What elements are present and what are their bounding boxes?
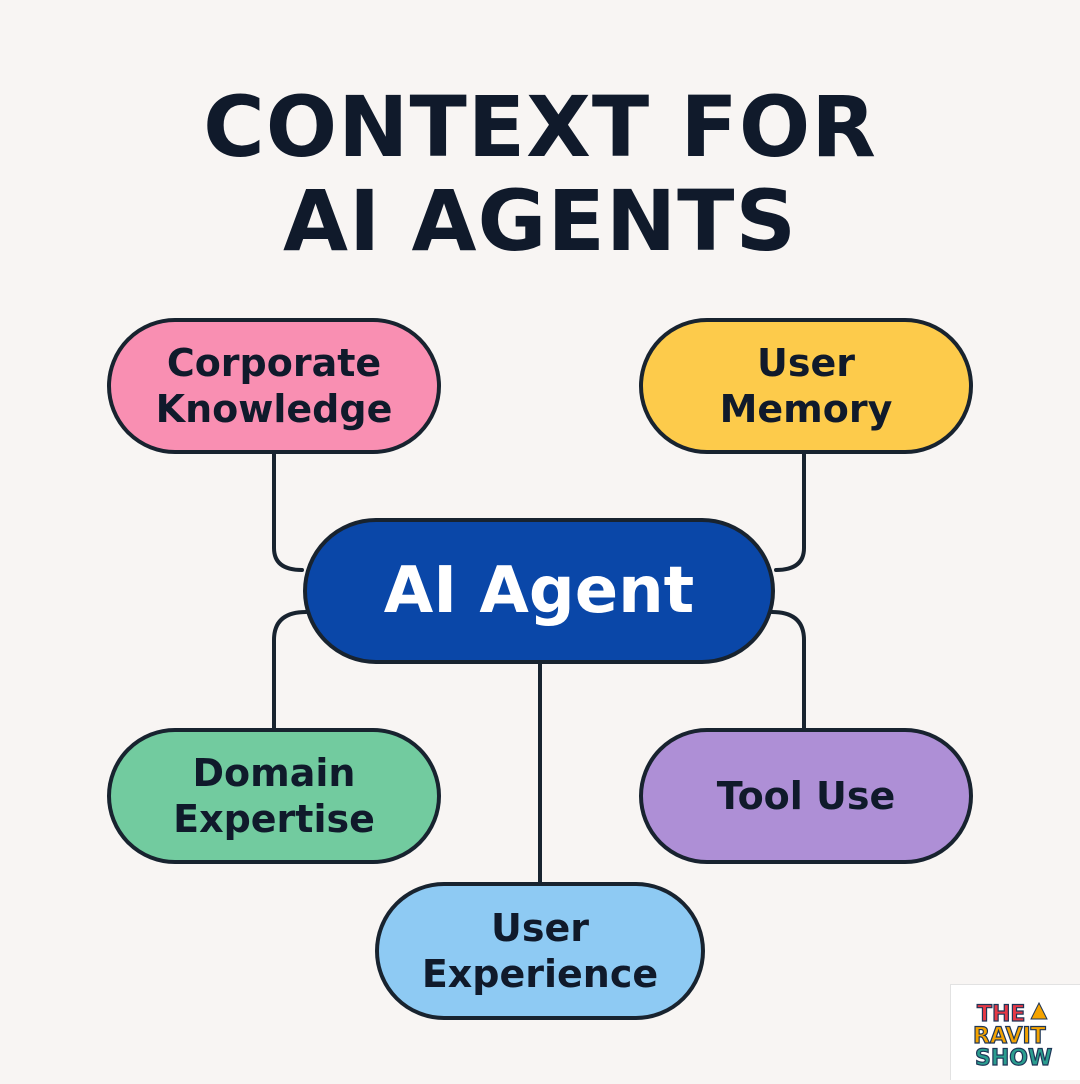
svg-text:SHOW: SHOW bbox=[975, 1046, 1052, 1071]
node-label: Domain Expertise bbox=[173, 751, 375, 841]
node-label: Corporate Knowledge bbox=[155, 341, 393, 431]
center-label: AI Agent bbox=[383, 554, 695, 628]
connector-tool-use bbox=[770, 610, 806, 732]
node-corporate-knowledge: Corporate Knowledge bbox=[107, 318, 441, 454]
node-label: User Memory bbox=[719, 341, 893, 431]
connector-domain-expertise bbox=[272, 610, 308, 732]
svg-text:THE: THE bbox=[977, 1002, 1025, 1027]
title-line-1: CONTEXT FOR bbox=[203, 78, 877, 176]
node-user-memory: User Memory bbox=[639, 318, 973, 454]
title-line-2: AI AGENTS bbox=[283, 172, 797, 270]
node-tool-use: Tool Use bbox=[639, 728, 973, 864]
node-label: Tool Use bbox=[716, 774, 896, 818]
svg-text:RAVIT: RAVIT bbox=[973, 1024, 1046, 1049]
connector-corporate-knowledge bbox=[272, 450, 304, 572]
node-ai-agent: AI Agent bbox=[303, 518, 775, 664]
node-label: User Experience bbox=[421, 906, 659, 996]
node-domain-expertise: Domain Expertise bbox=[107, 728, 441, 864]
page-title: CONTEXT FOR AI AGENTS bbox=[0, 80, 1080, 268]
brand-logo: THE RAVIT SHOW bbox=[950, 984, 1080, 1080]
node-user-experience: User Experience bbox=[375, 882, 705, 1020]
ravit-show-logo-icon: THE RAVIT SHOW bbox=[972, 1001, 1052, 1071]
connector-user-memory bbox=[774, 450, 806, 572]
